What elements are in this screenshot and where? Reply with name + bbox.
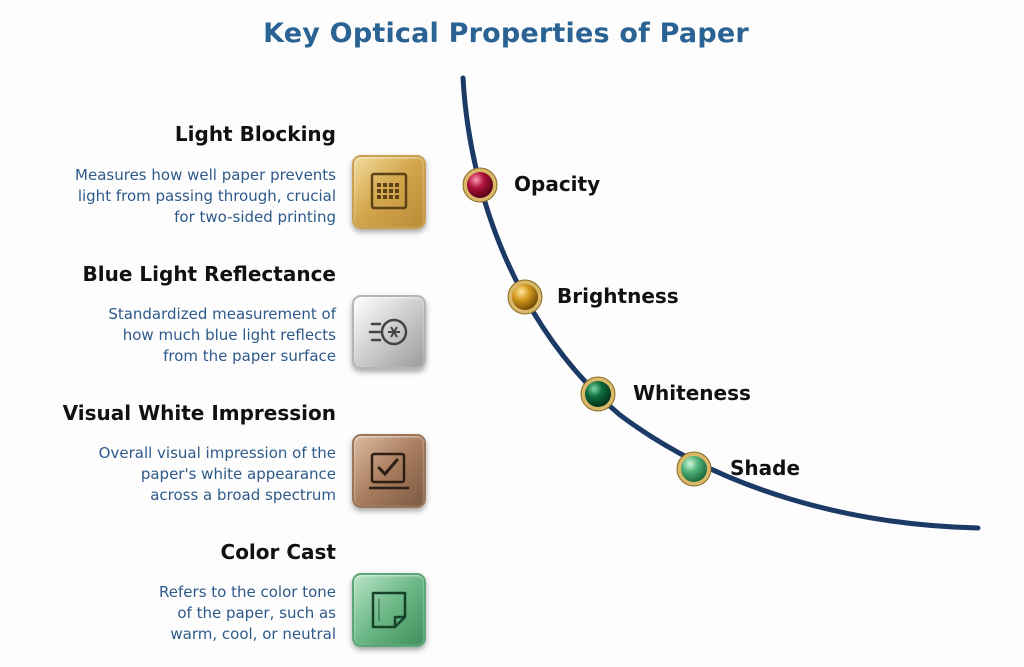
item-description-light-blocking: Measures how well paper prevents light f… (16, 165, 336, 228)
paper-sheet-icon (352, 573, 426, 647)
property-label-brightness: Brightness (557, 284, 679, 308)
description-line: light from passing through, crucial (77, 187, 336, 205)
description-line: for two-sided printing (174, 208, 336, 226)
item-description-color-cast: Refers to the color tone of the paper, s… (16, 582, 336, 645)
check-document-icon (352, 434, 426, 508)
light-blocking-grid-icon (352, 155, 426, 229)
property-label-shade: Shade (730, 456, 801, 480)
item-heading-blue-light-reflectance: Blue Light Reflectance (82, 262, 336, 286)
description-line: warm, cool, or neutral (170, 625, 336, 643)
page-title: Key Optical Properties of Paper (263, 18, 749, 49)
property-label-opacity: Opacity (514, 172, 601, 196)
marker-whiteness (580, 376, 616, 412)
marker-brightness (507, 279, 543, 315)
description-line: of the paper, such as (177, 604, 336, 622)
property-label-whiteness: Whiteness (633, 381, 751, 405)
description-line: Standardized measurement of (108, 305, 336, 323)
item-heading-visual-white-impression: Visual White Impression (62, 401, 336, 425)
description-line: Refers to the color tone (159, 583, 336, 601)
description-line: across a broad spectrum (150, 486, 336, 504)
item-description-blue-light-reflectance: Standardized measurement of how much blu… (16, 304, 336, 367)
description-line: how much blue light reflects (122, 326, 336, 344)
description-line: from the paper surface (163, 347, 336, 365)
description-line: Overall visual impression of the (98, 444, 336, 462)
light-reflect-icon (352, 295, 426, 369)
item-description-visual-white-impression: Overall visual impression of the paper's… (16, 443, 336, 506)
marker-opacity (462, 167, 498, 203)
description-line: paper's white appearance (140, 465, 336, 483)
item-heading-light-blocking: Light Blocking (174, 122, 336, 146)
marker-shade (676, 451, 712, 487)
item-heading-color-cast: Color Cast (220, 540, 336, 564)
description-line: Measures how well paper prevents (75, 166, 336, 184)
